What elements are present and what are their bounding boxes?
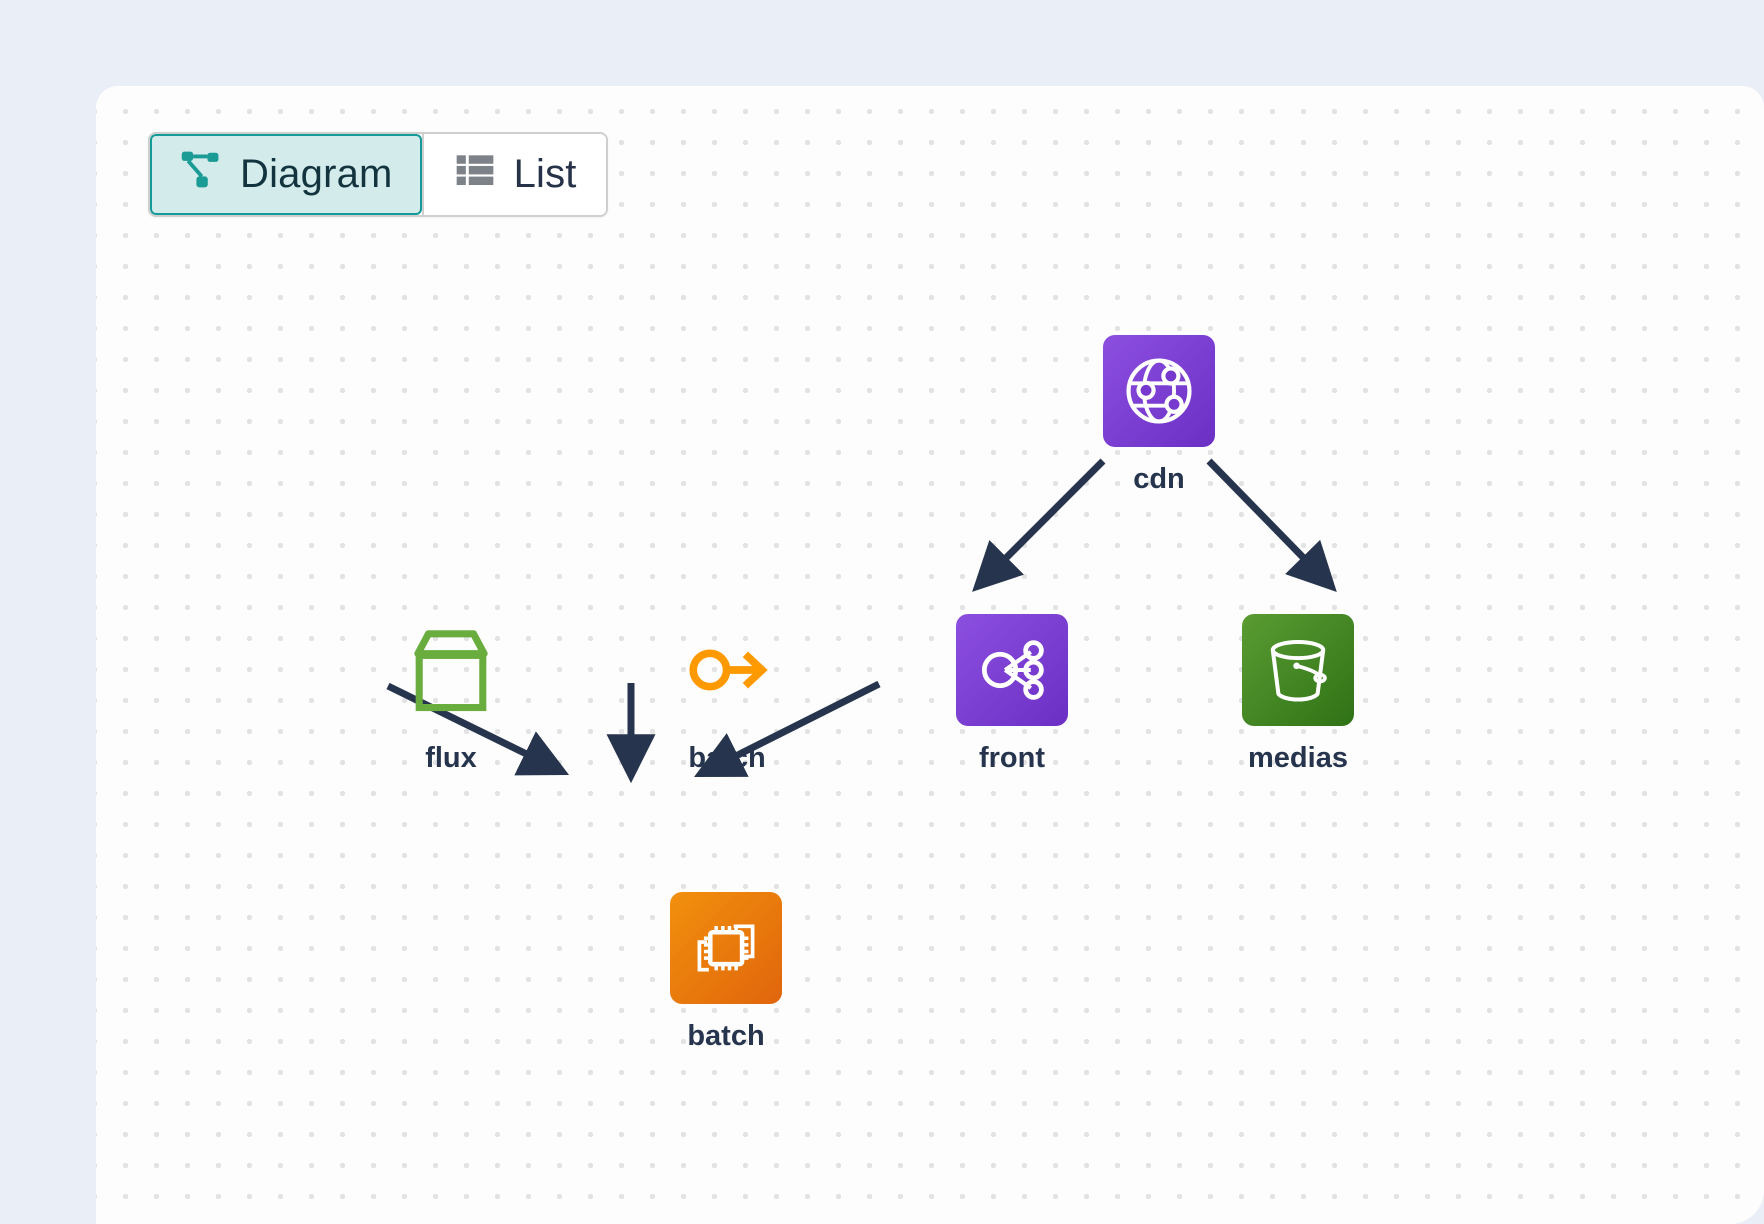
package-box-icon [395, 614, 507, 726]
event-arrow-icon [671, 614, 783, 726]
sitemap-icon [179, 148, 223, 202]
node-front-label: front [978, 742, 1046, 774]
node-batch-event-label: batch [688, 742, 766, 774]
tab-list[interactable]: List [423, 134, 606, 215]
node-batch-event[interactable]: batch [671, 614, 783, 775]
tab-divider [421, 134, 424, 215]
globe-network-icon [1103, 335, 1215, 447]
bucket-icon [1242, 614, 1354, 726]
diagram-canvas[interactable] [96, 86, 1764, 1224]
node-batch-label: batch [687, 1020, 765, 1052]
view-mode-tabs[interactable]: Diagram List [148, 132, 608, 217]
node-flux-label: flux [425, 742, 477, 774]
node-cdn[interactable]: cdn [1103, 335, 1215, 496]
node-cdn-label: cdn [1133, 463, 1185, 495]
node-medias[interactable]: medias [1242, 614, 1354, 775]
tab-diagram[interactable]: Diagram [150, 134, 422, 215]
hub-spoke-icon [956, 614, 1068, 726]
node-batch[interactable]: batch [670, 892, 782, 1053]
diagram-card: Diagram List [96, 86, 1764, 1224]
node-front[interactable]: front [956, 614, 1068, 775]
list-icon [453, 148, 497, 202]
node-medias-label: medias [1248, 742, 1348, 774]
cpu-chip-icon [670, 892, 782, 1004]
node-flux[interactable]: flux [395, 614, 507, 775]
tab-diagram-label: Diagram [240, 152, 393, 196]
tab-list-label: List [513, 152, 577, 196]
